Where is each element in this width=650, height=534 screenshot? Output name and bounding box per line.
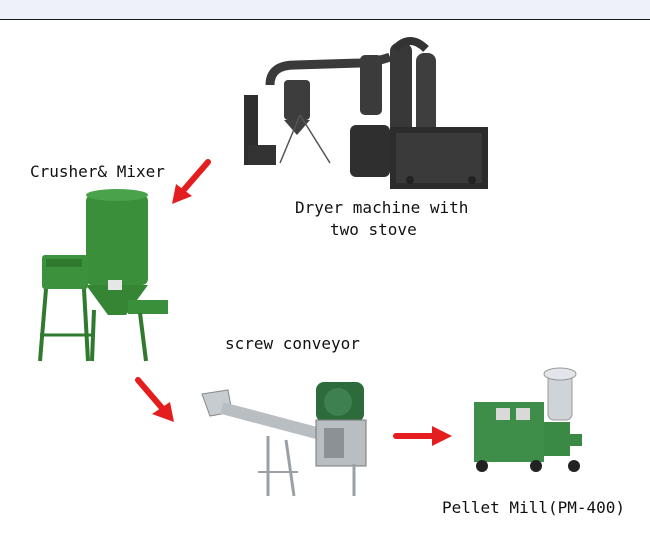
pellet-mill-label: Pellet Mill(PM-400) (442, 498, 625, 518)
red-arrow-icon (392, 424, 454, 448)
red-arrow-icon (168, 158, 214, 206)
dryer-label-line2: two stove (330, 220, 417, 240)
dryer-label-line1: Dryer machine with (295, 198, 468, 218)
crusher-mixer-label: Crusher& Mixer (30, 162, 165, 182)
screw-conveyor-label: screw conveyor (225, 334, 360, 354)
crusher-mixer-image (28, 185, 173, 365)
red-arrow-icon (134, 376, 178, 424)
top-bar (0, 0, 650, 20)
screw-conveyor-image (198, 372, 383, 502)
dryer-machine-image (240, 35, 500, 195)
pellet-mill-image (466, 362, 588, 477)
